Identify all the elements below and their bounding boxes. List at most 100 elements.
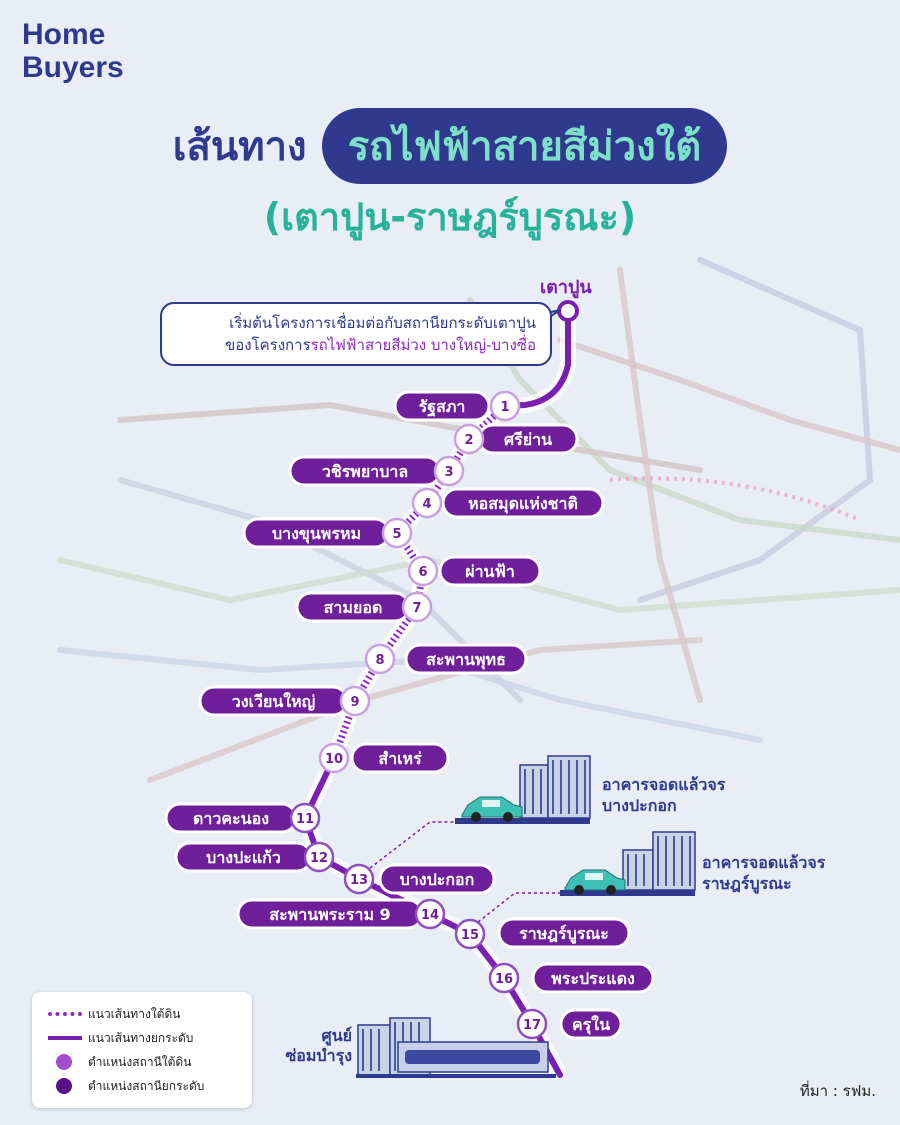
station-15: ราษฎร์บูรณะ 15 (454, 917, 631, 950)
park-ride-2-building-b (652, 831, 696, 891)
park-ride-2-car-icon (564, 869, 626, 895)
station-name: สะพานพุทธ (426, 650, 506, 670)
station-label-pill (393, 390, 491, 422)
station-number: 10 (325, 752, 343, 767)
station-marker (401, 591, 433, 623)
depot-ground (356, 1074, 556, 1078)
map-road-4 (117, 401, 703, 473)
station-number: 11 (296, 812, 314, 827)
station-name: วงเวียนใหญ่ (232, 692, 316, 712)
station-number: 13 (350, 873, 368, 888)
station-8: สะพานพุทธ8 (364, 643, 528, 675)
station-label-pill (378, 863, 496, 895)
station-4: หอสมุดแห่งชาติ 4 (411, 487, 605, 519)
station-marker (489, 390, 521, 422)
station-name: สามยอด (324, 598, 383, 617)
station-number: 2 (464, 433, 473, 448)
depot-train-icon (397, 1041, 549, 1073)
station-label-pill (559, 1008, 623, 1040)
station-name: ผ่านฟ้า (465, 562, 515, 581)
park-ride-1-building-b (547, 755, 591, 819)
map-road-2 (557, 337, 900, 453)
legend-label: ตำแหน่งสถานีใต้ดิน (88, 1054, 192, 1069)
park-ride-1-building-a (519, 764, 549, 819)
station-marker (453, 423, 485, 455)
station-marker (339, 685, 371, 717)
depot-line2: ซ่อมบำรุง (285, 1046, 352, 1065)
car-wheel (574, 885, 584, 895)
station-number: 7 (412, 601, 421, 616)
station-marker (381, 517, 413, 549)
station-number: 5 (392, 527, 401, 542)
car-wheel (503, 812, 513, 822)
legend-label: ตำแหน่งสถานียกระดับ (88, 1078, 205, 1093)
park-ride-1-car-icon (461, 796, 523, 822)
car-window (585, 873, 603, 880)
map-road-9 (147, 637, 703, 783)
callout-box: เริ่มต้นโครงการเชื่อมต่อกับสถานียกระดับเ… (160, 302, 552, 366)
park-ride-1-line1: อาคารจอดแล้วจร (602, 775, 726, 794)
station-name: สำเหร่ (378, 749, 422, 768)
dark-circle-icon (56, 1078, 72, 1094)
page-subtitle: (เตาปูน-ราษฎร์บูรณะ) (263, 195, 637, 239)
station-marker (343, 863, 375, 895)
map-road-1 (637, 257, 874, 603)
station-number: 15 (461, 928, 479, 943)
title-highlight: รถไฟฟ้าสายสีม่วงใต้ (321, 108, 728, 184)
park-ride-label-1: อาคารจอดแล้วจร บางปะกอก (602, 774, 725, 816)
station-13: บางปะกอก 13 (343, 863, 496, 895)
station-marker (318, 742, 350, 774)
station-2: ศรีย่าน 2 (453, 423, 579, 455)
station-number: 12 (310, 851, 328, 866)
station-name: บางขุนพรหม (272, 524, 361, 544)
station-name: ศรีย่าน (504, 430, 552, 449)
solid-line-icon (48, 1036, 82, 1040)
station-name: หอสมุดแห่งชาติ (468, 494, 578, 514)
park-ride-2-ground (560, 890, 695, 896)
station-marker (516, 1008, 548, 1040)
station-name: บางปะกอก (400, 870, 475, 889)
callout-line2-highlight: รถไฟฟ้าสายสีม่วง บางใหญ่-บางซื่อ (310, 336, 536, 354)
station-name: ราษฎร์บูรณะ (519, 924, 609, 945)
station-name: พระประแดง (551, 969, 635, 988)
brand-logo: Home Buyers (22, 18, 124, 84)
source-note: ที่มา : รฟม. (799, 1082, 876, 1100)
station-label-pill (438, 555, 542, 587)
depot-line1: ศูนย์ (321, 1026, 352, 1045)
car-wheel (606, 885, 616, 895)
park-ride-2-line1: อาคารจอดแล้วจร (702, 853, 826, 872)
dashed-line-icon (48, 1012, 82, 1016)
station-marker (364, 643, 396, 675)
park-ride-1-ground (455, 818, 590, 824)
station-6: ผ่านฟ้า6 (407, 555, 542, 587)
station-number: 17 (523, 1018, 541, 1033)
depot-label: ศูนย์ ซ่อมบำรุง (262, 1026, 352, 1066)
station-label-pill (404, 643, 528, 675)
station-11: ดาวคะนอง 11 (164, 802, 321, 834)
legend: แนวเส้นทางใต้ดิน แนวเส้นทางยกระดับ ตำแหน… (32, 992, 252, 1108)
park-ride-1-line2: บางปะกอก (602, 796, 677, 815)
callout-line2-prefix: ของโครงการ (224, 336, 311, 354)
car-window (482, 800, 500, 807)
station-number: 4 (422, 497, 431, 512)
station-marker (303, 841, 335, 873)
underground-segment (330, 403, 508, 760)
logo-line2: Buyers (22, 51, 124, 84)
legend-label: แนวเส้นทางยกระดับ (88, 1030, 194, 1045)
station-number: 9 (350, 695, 359, 710)
station-label-pill (497, 917, 631, 949)
station-name: ดาวคะนอง (193, 809, 269, 828)
park-ride-2-building-a (622, 849, 654, 891)
title-prefix: เส้นทาง (172, 124, 307, 170)
station-5: บางขุนพรหม 5 (242, 517, 413, 549)
legend-row-elevated-line: แนวเส้นทางยกระดับ (44, 1026, 240, 1050)
elevated-segment-top (502, 308, 571, 409)
station-number: 3 (444, 465, 453, 480)
